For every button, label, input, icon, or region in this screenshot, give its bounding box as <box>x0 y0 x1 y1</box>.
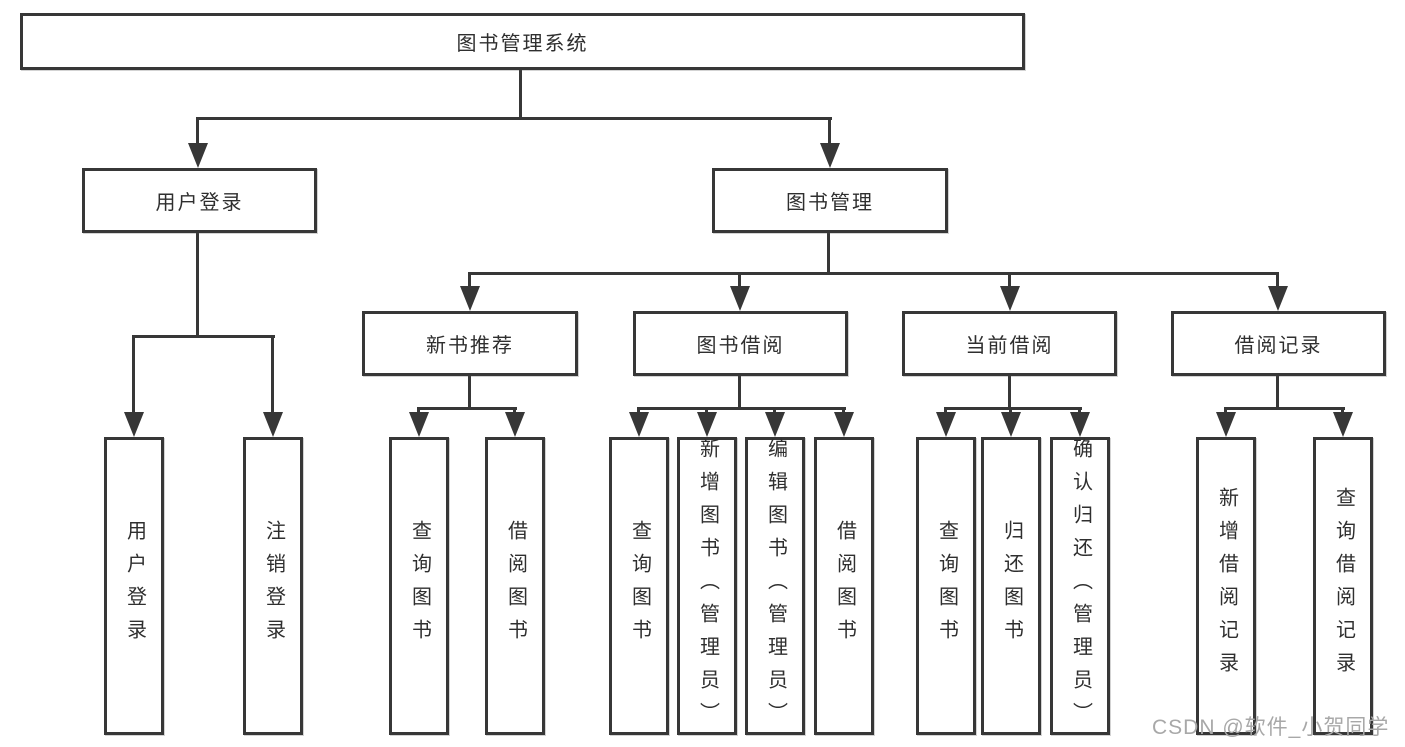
connector-branch <box>417 407 517 410</box>
arrowhead-down-icon <box>697 412 717 437</box>
node-borrow-records-label: 借阅记录 <box>1234 335 1323 357</box>
connector-arrow-line <box>1008 272 1011 292</box>
leaf-recommend-borrow-book-label: 借阅图书 <box>504 520 527 652</box>
leaf-current-query-book: 查询图书 <box>916 437 976 735</box>
arrowhead-down-icon <box>936 412 956 437</box>
node-book-borrow: 图书借阅 <box>633 311 848 376</box>
connector-stem <box>1276 374 1279 409</box>
arrowhead-down-icon <box>188 143 208 168</box>
arrowhead-down-icon <box>820 143 840 168</box>
leaf-records-add-record-label: 新增借阅记录 <box>1215 487 1238 685</box>
arrowhead-down-icon <box>1333 412 1353 437</box>
node-root-label: 图书管理系统 <box>456 33 589 55</box>
node-borrow-records: 借阅记录 <box>1171 311 1386 376</box>
leaf-user-login-label: 用户登录 <box>123 520 146 652</box>
leaf-recommend-query-book: 查询图书 <box>389 437 449 735</box>
connector-stem <box>1008 374 1011 409</box>
arrowhead-down-icon <box>505 412 525 437</box>
connector-branch <box>637 407 846 410</box>
leaf-current-confirm-return-admin-label: 确认归还（管理员） <box>1069 437 1092 735</box>
connector-stem <box>738 374 741 409</box>
arrowhead-down-icon <box>1216 412 1236 437</box>
node-user-login: 用户登录 <box>82 168 317 233</box>
csdn-watermark: CSDN @软件_小贺同学 <box>1152 716 1390 739</box>
arrowhead-down-icon <box>1001 412 1021 437</box>
arrowhead-down-icon <box>409 412 429 437</box>
node-current-borrow-label: 当前借阅 <box>965 335 1054 357</box>
arrowhead-down-icon <box>460 286 480 311</box>
arrowhead-down-icon <box>730 286 750 311</box>
node-root: 图书管理系统 <box>20 13 1025 70</box>
leaf-records-query-record: 查询借阅记录 <box>1313 437 1373 735</box>
arrowhead-down-icon <box>263 412 283 437</box>
leaf-current-return-book: 归还图书 <box>981 437 1041 735</box>
connector-arrow-line <box>828 117 831 147</box>
connector-arrow-line <box>1276 272 1279 292</box>
connector-stem <box>827 232 830 274</box>
node-book-management-label: 图书管理 <box>786 192 874 214</box>
connector-branch <box>944 407 1082 410</box>
leaf-logout: 注销登录 <box>243 437 303 735</box>
leaf-recommend-query-book-label: 查询图书 <box>408 520 431 652</box>
leaf-current-return-book-label: 归还图书 <box>1000 520 1023 652</box>
connector-stem <box>468 374 471 409</box>
connector-branch <box>197 117 832 120</box>
arrowhead-down-icon <box>834 412 854 437</box>
leaf-borrow-query-book-label: 查询图书 <box>628 520 651 652</box>
node-current-borrow: 当前借阅 <box>902 311 1117 376</box>
node-user-login-label: 用户登录 <box>155 192 244 214</box>
connector-arrow-line <box>132 335 135 417</box>
leaf-borrow-query-book: 查询图书 <box>609 437 669 735</box>
connector-arrow-line <box>196 117 199 147</box>
leaf-borrow-add-book-admin-label: 新增图书（管理员） <box>696 437 719 735</box>
node-new-book-recommend-label: 新书推荐 <box>426 335 514 357</box>
connector-stem <box>519 70 522 118</box>
leaf-borrow-edit-book-admin-label: 编辑图书（管理员） <box>764 437 787 735</box>
arrowhead-down-icon <box>1000 286 1020 311</box>
connector-arrow-line <box>271 335 274 417</box>
leaf-user-login: 用户登录 <box>104 437 164 735</box>
node-new-book-recommend: 新书推荐 <box>362 311 578 376</box>
leaf-current-confirm-return-admin: 确认归还（管理员） <box>1050 437 1110 735</box>
node-book-management: 图书管理 <box>712 168 948 233</box>
leaf-borrow-edit-book-admin: 编辑图书（管理员） <box>745 437 805 735</box>
arrowhead-down-icon <box>1070 412 1090 437</box>
leaf-records-query-record-label: 查询借阅记录 <box>1332 487 1355 685</box>
leaf-borrow-borrow-book-label: 借阅图书 <box>833 520 856 652</box>
arrowhead-down-icon <box>1268 286 1288 311</box>
leaf-logout-label: 注销登录 <box>262 520 285 652</box>
leaf-current-query-book-label: 查询图书 <box>935 520 958 652</box>
leaf-borrow-add-book-admin: 新增图书（管理员） <box>677 437 737 735</box>
connector-branch <box>1224 407 1345 410</box>
connector-stem <box>196 233 199 337</box>
connector-branch <box>468 272 1279 275</box>
connector-branch <box>132 335 275 338</box>
leaf-records-add-record: 新增借阅记录 <box>1196 437 1256 735</box>
leaf-recommend-borrow-book: 借阅图书 <box>485 437 545 735</box>
arrowhead-down-icon <box>629 412 649 437</box>
arrowhead-down-icon <box>765 412 785 437</box>
connector-arrow-line <box>468 272 471 292</box>
node-book-borrow-label: 图书借阅 <box>696 335 785 357</box>
leaf-borrow-borrow-book: 借阅图书 <box>814 437 874 735</box>
arrowhead-down-icon <box>124 412 144 437</box>
connector-arrow-line <box>738 272 741 292</box>
